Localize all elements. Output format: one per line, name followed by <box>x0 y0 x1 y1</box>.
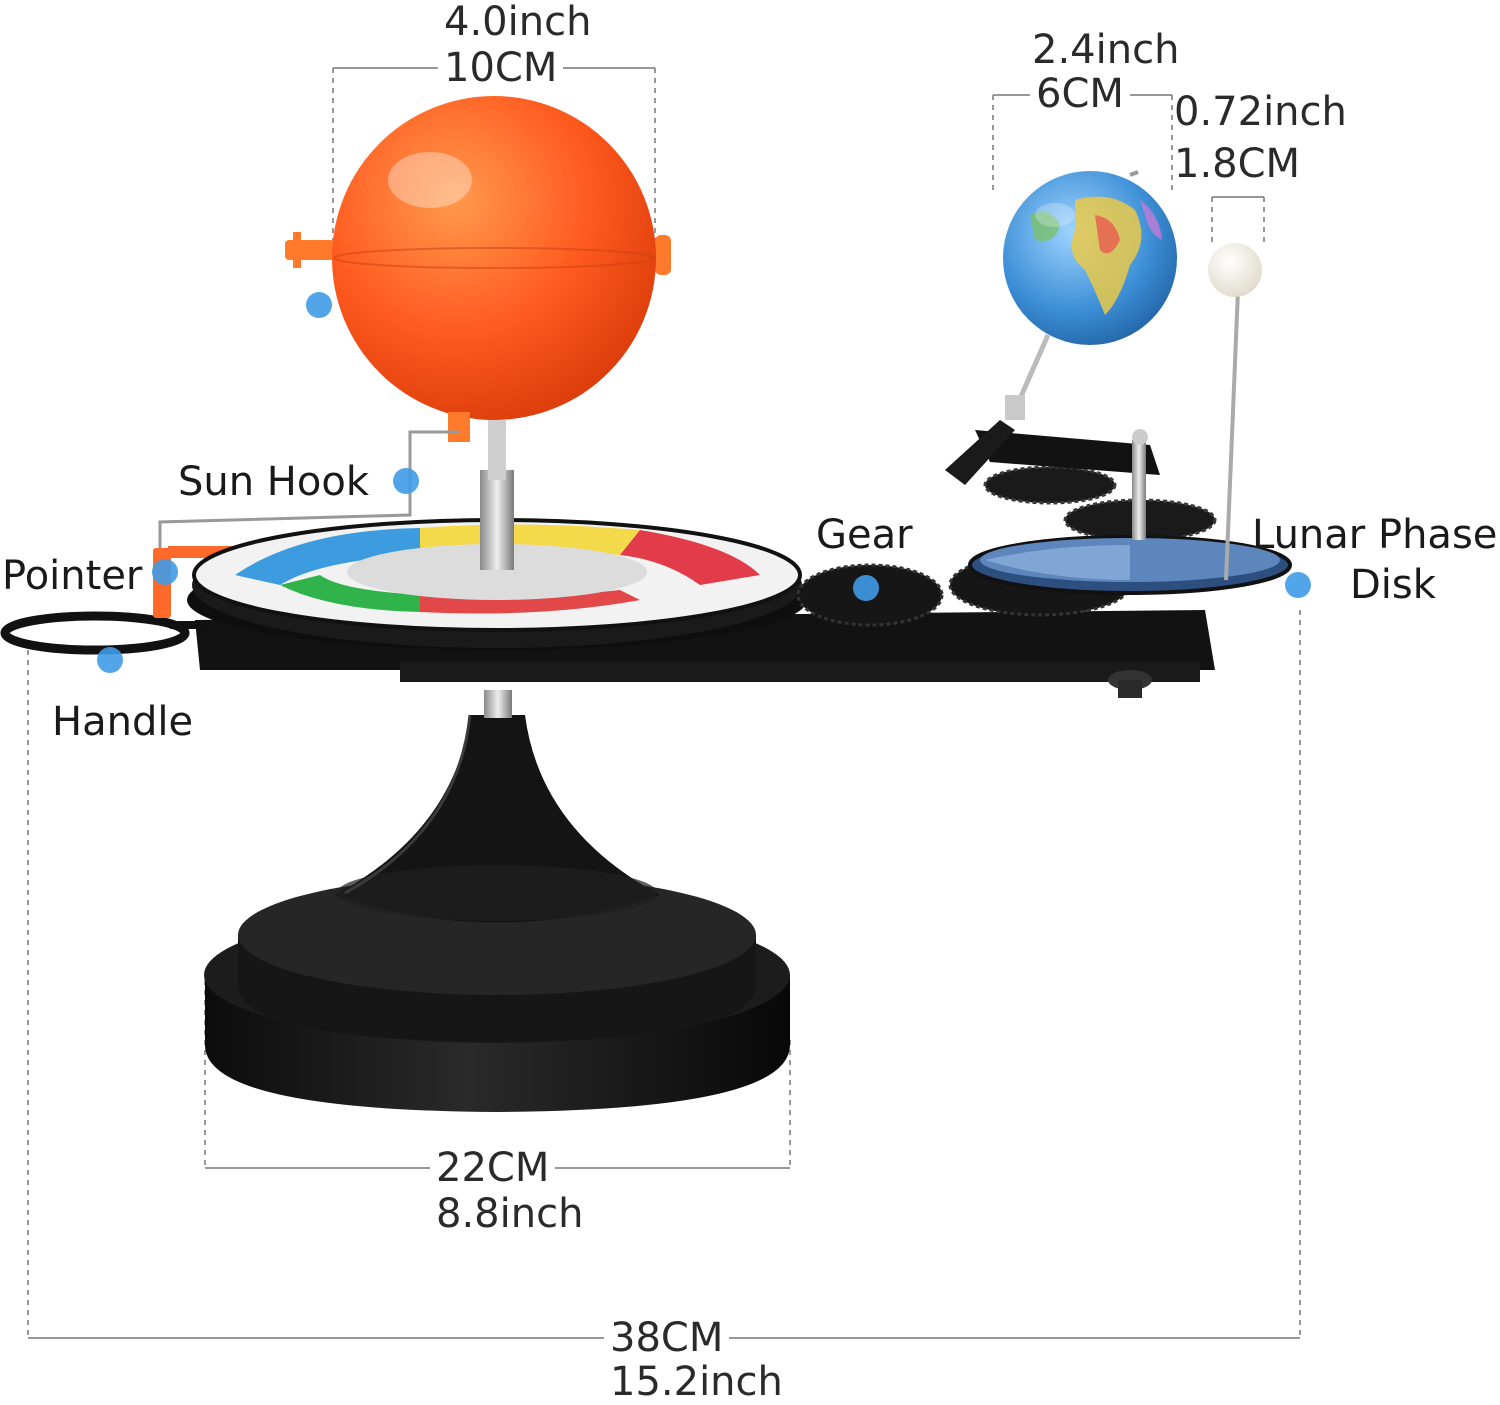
sun-diameter-inch: 4.0inch <box>444 0 592 45</box>
handle <box>0 611 210 655</box>
orbit-disk <box>187 518 807 650</box>
lunar-phase-disk <box>968 535 1292 595</box>
moon-diameter-inch: 0.72inch <box>1174 89 1347 135</box>
total-length-inch: 15.2inch <box>610 1359 783 1405</box>
moon-diameter-cm: 1.8CM <box>1174 141 1301 187</box>
label-sun-hook: Sun Hook <box>178 459 369 505</box>
earth-globe <box>1003 170 1177 345</box>
label-pointer: Pointer <box>2 553 143 599</box>
sun-sphere <box>285 96 671 455</box>
sun-post <box>480 420 514 570</box>
base-diameter-inch: 8.8inch <box>436 1191 584 1237</box>
label-lunar-phase-disk-line2: Disk <box>1350 562 1436 608</box>
moon-ball <box>1208 243 1262 581</box>
base-diameter-cm: 22CM <box>430 1148 556 1188</box>
label-handle: Handle <box>52 699 194 745</box>
callout-markers <box>97 292 1311 673</box>
label-lunar-phase-disk-line1: Lunar Phase <box>1252 512 1498 558</box>
total-length-cm: 38CM <box>604 1318 730 1358</box>
earth-arm <box>945 333 1160 540</box>
earth-diameter-inch: 2.4inch <box>1032 27 1180 73</box>
label-gear: Gear <box>816 512 913 558</box>
earth-diameter-cm: 6CM <box>1030 74 1130 114</box>
sun-diameter-cm: 10CM <box>438 48 564 88</box>
base-pedestal <box>204 690 790 1112</box>
